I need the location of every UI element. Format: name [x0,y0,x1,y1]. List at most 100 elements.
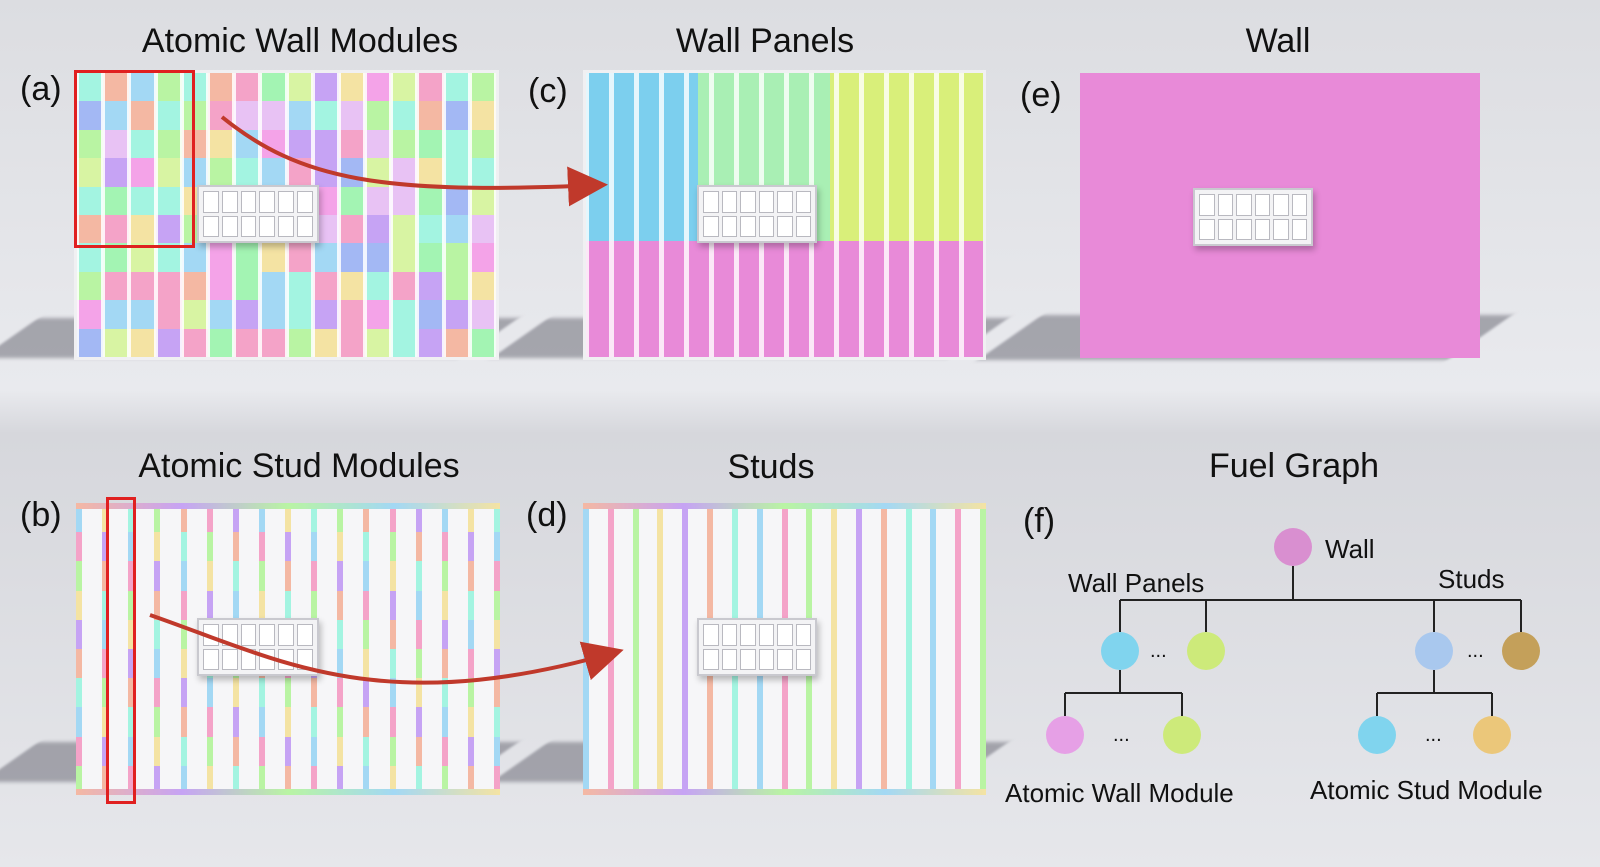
wall-module-tile [312,101,340,131]
wall-module-tile [391,101,418,131]
wall-module-tile [417,328,445,357]
stud-segment [415,619,422,649]
wall-module-tile [312,73,340,102]
stud-segment [415,649,422,679]
stud-segment [337,707,344,737]
node-wall-module-1 [1046,716,1084,754]
title-atomic-stud-modules: Atomic Stud Modules [138,447,460,485]
graph-label-wall: Wall [1325,534,1375,564]
node-stud-2 [1502,632,1540,670]
wall-module-tile [207,129,235,159]
wall-module-tile [155,73,183,102]
wall-module-tile [391,129,418,159]
wall-module-tile [443,158,471,188]
stud-segment [76,561,82,591]
stud [930,503,937,795]
wall-module-tile [234,300,261,330]
ellipsis-wall-modules: ... [1113,724,1130,746]
wall-module-tile [103,186,130,216]
wall-module-tile [286,73,314,102]
wall-module-tile [155,215,183,244]
title-atomic-wall-modules: Atomic Wall Modules [141,22,459,60]
arrow-a-to-c [220,115,608,207]
stud-line [934,73,939,357]
stud-line [834,73,839,357]
wall-module-tile [365,73,392,102]
arrow-b-to-d [149,613,624,685]
wall-module-tile [77,328,104,357]
window-d [697,618,817,676]
wall-module-tile [181,271,209,301]
wall-module-tile [286,271,314,301]
stud-segment [337,736,344,766]
wall-module-tile [286,101,314,131]
stud-segment [415,707,422,737]
wall-module-tile [77,186,104,216]
stud-segment [337,619,344,649]
stud-segment [76,736,82,766]
ellipsis-studs: ... [1467,640,1484,662]
stud-segment [258,503,265,533]
stud-segment [154,707,161,737]
wall-module-tile [129,186,157,216]
wall-module-tile [469,73,496,102]
stud-segment [311,736,318,766]
stud-segment [180,736,187,766]
stud-segment [467,765,474,795]
stud-segment [128,649,135,679]
wall-module-tile [155,271,183,301]
wall-module-tile [469,129,496,159]
wall-module-tile [260,73,287,102]
wall-module-tile [417,73,445,102]
stud-segment [441,532,448,562]
wall-module-tile [207,73,235,102]
stud-segment [467,590,474,620]
bottom-plate [76,789,500,795]
wall-module-tile [77,271,104,301]
wall-module-tile [207,300,235,330]
stud-line [441,73,446,357]
node-stud-1 [1415,632,1453,670]
wall-module-tile [365,243,392,273]
stud-segment [285,590,291,620]
stud-segment [180,590,187,620]
wall-module-tile [155,129,183,159]
wall-module-tile [103,271,130,301]
wall-module-tile [338,186,366,216]
wall-module-tile [391,328,418,357]
stud [880,503,887,795]
stud-segment [154,765,161,795]
graph-label-atomic-stud-module: Atomic Stud Module [1310,775,1543,805]
stud-segment [102,678,109,708]
stud-segment [102,503,109,533]
stud-segment [441,707,448,737]
wall-module-tile [365,215,392,244]
stud-segment [154,736,161,766]
wall-module-tile [312,300,340,330]
stud-segment [285,707,291,737]
stud-line [659,73,664,357]
wall-module-tile [469,158,496,188]
stud-segment [441,765,448,795]
top-plate [583,503,986,509]
wall-module-tile [181,243,209,273]
wall-module-tile [155,101,183,131]
wall-module-tile [77,73,104,102]
wall-module-tile [312,328,340,357]
title-wall-panels: Wall Panels [675,22,855,60]
stud-segment [389,532,396,562]
stud-segment [206,532,213,562]
stud-segment [494,678,500,708]
stud-segment [232,590,239,620]
wall-module-tile [312,243,340,273]
wall-module-tile [365,186,392,216]
wall-module-tile [443,129,471,159]
wall-module-tile [338,73,366,102]
wall-module-tile [181,158,209,188]
wall-module-tile [129,243,157,273]
wall-module-tile [129,215,157,244]
wall-module-tile [338,101,366,131]
wall-module-tile [260,271,287,301]
wall-module-tile [391,243,418,273]
wall-module-tile [469,215,496,244]
